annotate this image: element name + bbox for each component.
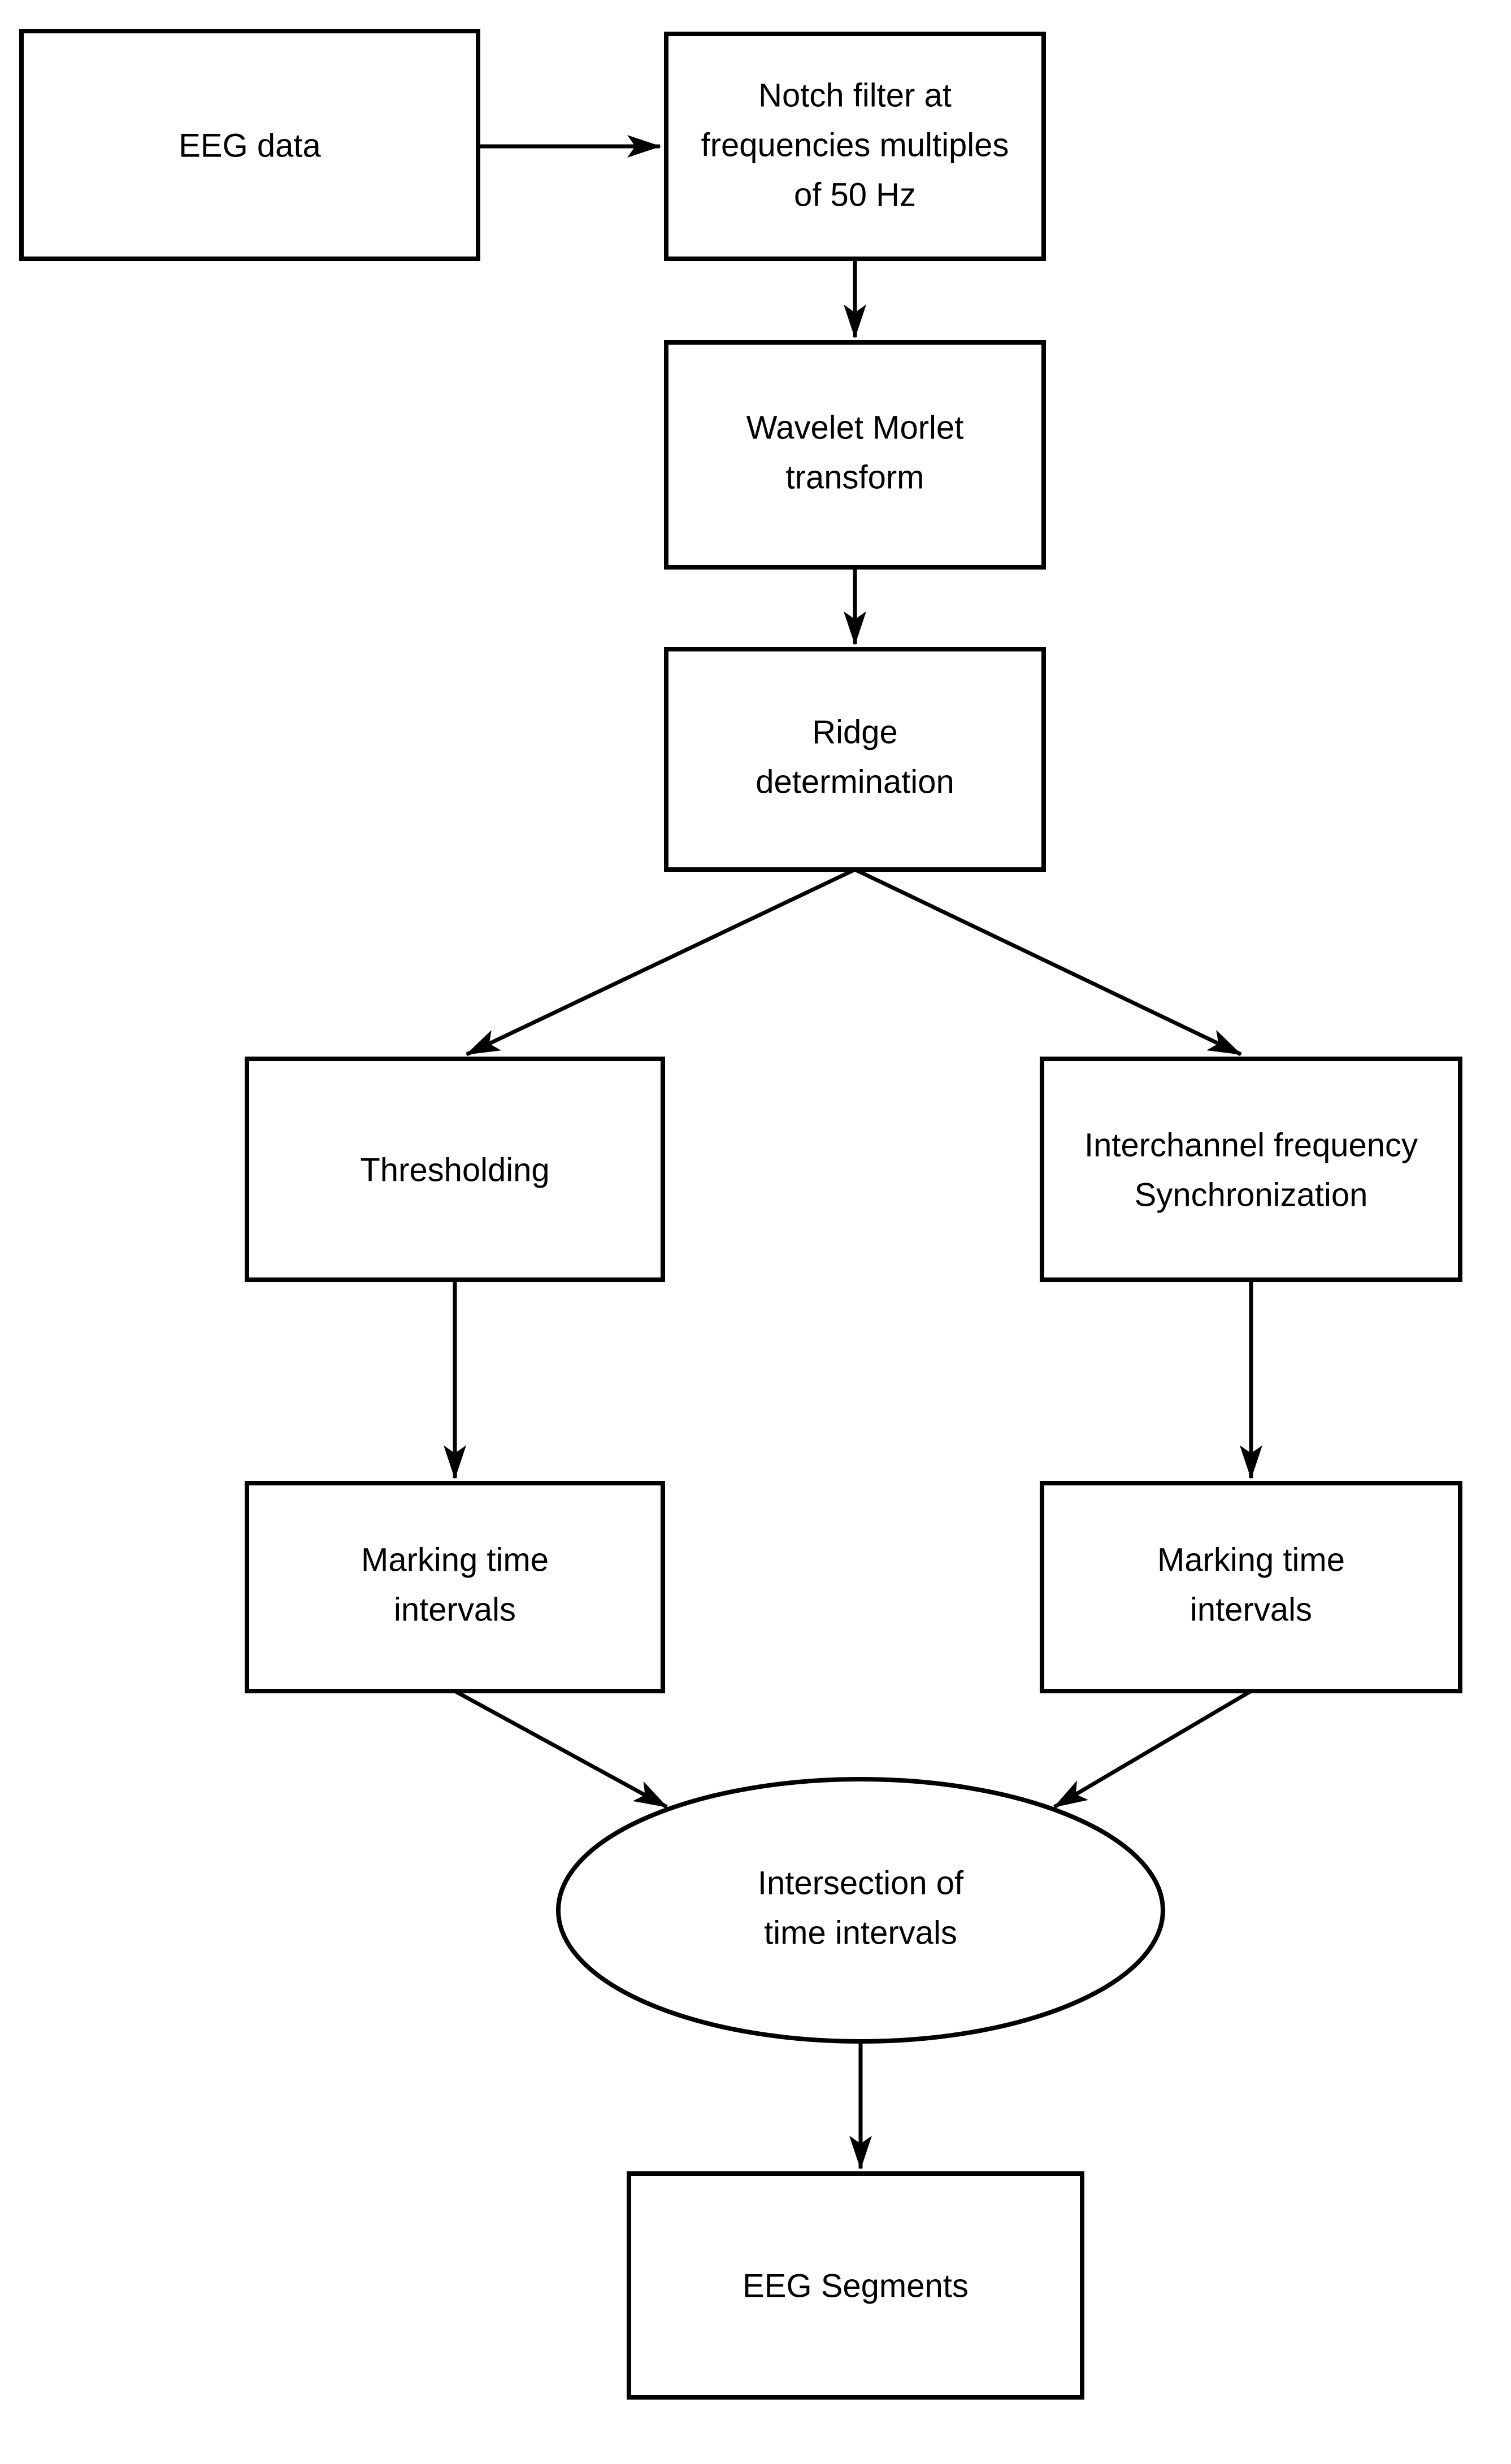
node-interchannel-sync: Interchannel frequency Synchronization bbox=[1040, 1057, 1462, 1282]
node-intersection: Intersection of time intervals bbox=[556, 1777, 1165, 2044]
node-marking-intervals-right: Marking time intervals bbox=[1040, 1481, 1462, 1693]
ridge-determination-label-line2: determination bbox=[756, 763, 954, 800]
marking-intervals-left-label-line1: Marking time bbox=[361, 1541, 549, 1578]
intersection-label-line2: time intervals bbox=[764, 1914, 957, 1951]
thresholding-label: Thresholding bbox=[360, 1151, 549, 1188]
interchannel-sync-label-line2: Synchronization bbox=[1135, 1176, 1368, 1213]
node-notch-filter: Notch filter at frequencies multiples of… bbox=[664, 32, 1046, 261]
edge-marking-right-to-intersection bbox=[1053, 1689, 1252, 1809]
wavelet-morlet-label-line2: transform bbox=[786, 459, 924, 496]
interchannel-sync-label-line1: Interchannel frequency bbox=[1084, 1127, 1418, 1163]
intersection-ellipse bbox=[556, 1777, 1165, 2044]
notch-filter-box bbox=[664, 32, 1046, 261]
eeg-data-box bbox=[19, 29, 480, 261]
wavelet-morlet-box bbox=[664, 340, 1046, 570]
edge-marking-left-to-intersection bbox=[454, 1689, 668, 1809]
edge-ridge-to-interchannel-sync bbox=[854, 867, 1242, 1057]
marking-intervals-right-label-line2: intervals bbox=[1190, 1591, 1312, 1628]
eeg-segments-label: EEG Segments bbox=[743, 2267, 969, 2304]
notch-filter-label-line1: Notch filter at bbox=[758, 77, 952, 114]
eeg-segments-box bbox=[627, 2171, 1084, 2400]
notch-filter-label-line2: frequencies multiples bbox=[701, 127, 1009, 163]
node-thresholding: Thresholding bbox=[245, 1057, 665, 1282]
edges bbox=[444, 135, 1262, 2170]
node-marking-intervals-left: Marking time intervals bbox=[245, 1481, 665, 1693]
intersection-label-line1: Intersection of bbox=[758, 1865, 964, 1901]
node-eeg-data: EEG data bbox=[19, 29, 480, 261]
notch-filter-label-line3: of 50 Hz bbox=[794, 176, 916, 213]
node-ridge-determination: Ridge determination bbox=[664, 647, 1046, 872]
interchannel-sync-box bbox=[1040, 1057, 1462, 1282]
thresholding-box bbox=[245, 1057, 665, 1282]
edge-ridge-to-thresholding bbox=[466, 867, 856, 1057]
node-wavelet-morlet: Wavelet Morlet transform bbox=[664, 340, 1046, 570]
node-eeg-segments: EEG Segments bbox=[627, 2171, 1084, 2400]
marking-intervals-left-label-line2: intervals bbox=[394, 1591, 516, 1628]
wavelet-morlet-label-line1: Wavelet Morlet bbox=[746, 409, 964, 446]
eeg-data-label: EEG data bbox=[179, 127, 321, 164]
ridge-determination-box bbox=[664, 647, 1046, 872]
marking-intervals-right-label-line1: Marking time bbox=[1157, 1541, 1345, 1578]
marking-intervals-left-box bbox=[245, 1481, 665, 1693]
ridge-determination-label-line1: Ridge bbox=[812, 714, 898, 750]
marking-intervals-right-box bbox=[1040, 1481, 1462, 1693]
